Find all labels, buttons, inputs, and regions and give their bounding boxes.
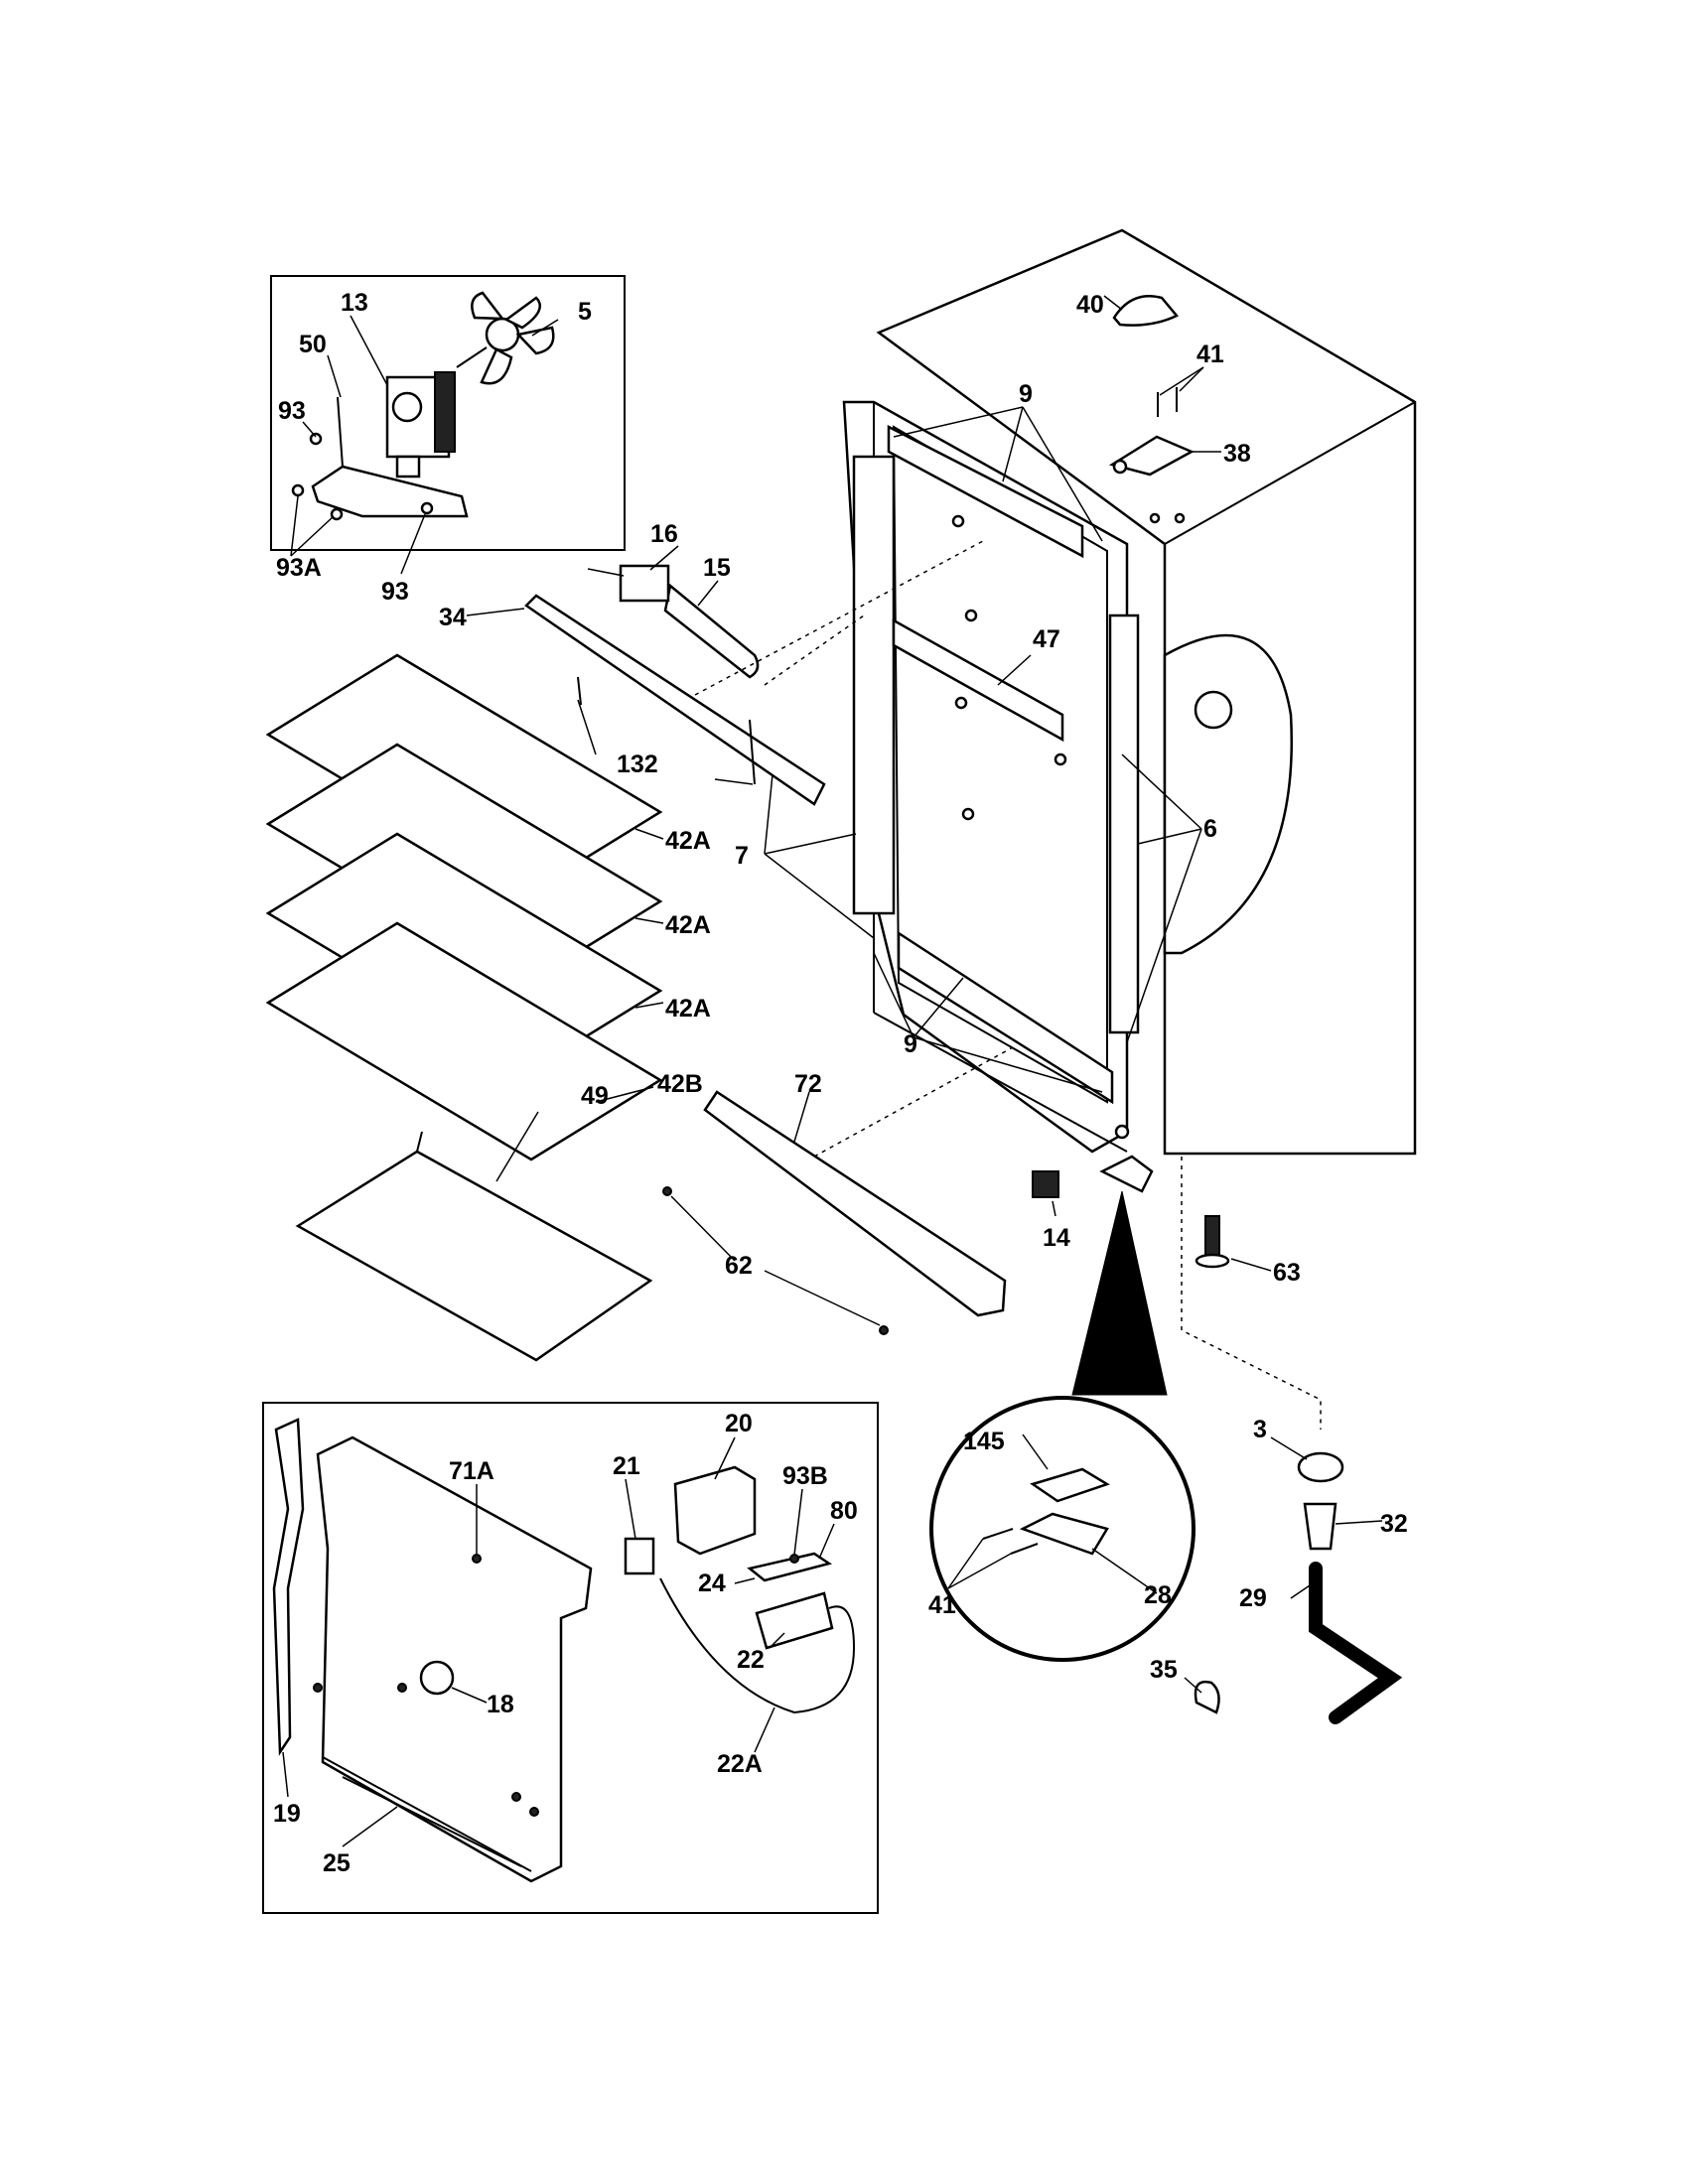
callout-20: 20	[725, 1410, 753, 1437]
callout-34: 34	[439, 604, 467, 631]
callout-13: 13	[341, 289, 368, 317]
callout-42A-1: 42A	[665, 827, 711, 855]
callout-145: 145	[963, 1428, 1005, 1455]
thermostat-knob-seat	[419, 1660, 455, 1696]
callout-22A: 22A	[717, 1750, 763, 1778]
callout-5: 5	[578, 298, 592, 326]
control-housing-20	[673, 1465, 757, 1556]
toe-grille: 72 62	[662, 1070, 1007, 1335]
gasket-right	[1108, 614, 1140, 1034]
drain-plug	[1297, 1451, 1344, 1483]
inset-frame-bottom	[262, 1402, 879, 1914]
callout-19: 19	[273, 1800, 301, 1828]
detail-pointer	[1071, 1190, 1168, 1396]
callout-24: 24	[698, 1570, 726, 1597]
callout-80: 80	[830, 1497, 858, 1525]
capillary-22A	[659, 1577, 856, 1714]
top-hinge: 40 41 38	[1076, 291, 1251, 524]
drain-tube	[1309, 1562, 1403, 1724]
fan-motor	[385, 371, 456, 478]
wire-shelves: 42A 42A 42A 42B	[265, 653, 711, 1161]
shelf-4	[265, 921, 663, 1161]
control-panel-inset: 71A 21 20 93B 80 24 22 22A 18 19 25	[262, 1402, 879, 1914]
gasket-bottom	[897, 930, 1114, 1105]
callout-6: 6	[1203, 815, 1217, 843]
callout-63: 63	[1273, 1259, 1301, 1287]
inset-frame-top	[270, 275, 626, 551]
callout-50: 50	[299, 331, 327, 358]
callout-72: 72	[794, 1070, 822, 1098]
callout-9-bottom: 9	[904, 1030, 917, 1058]
hinge-detail-circle: 145 41 28	[928, 1396, 1196, 1662]
callout-7: 7	[735, 842, 749, 870]
callout-132: 132	[617, 751, 658, 778]
gasket-19	[272, 1418, 305, 1756]
callout-93-bottom: 93	[381, 578, 409, 606]
callout-71A: 71A	[449, 1457, 494, 1485]
thermostat-21	[624, 1537, 655, 1575]
callout-32: 32	[1380, 1510, 1408, 1538]
callout-93-top: 93	[278, 397, 306, 425]
callout-25: 25	[323, 1849, 351, 1877]
drain-fitting	[1303, 1502, 1337, 1551]
callout-35: 35	[1150, 1656, 1178, 1684]
drain-parts: 3 32 29 35	[1150, 1416, 1408, 1724]
wire-basket: 49	[295, 1082, 653, 1362]
callout-16: 16	[650, 520, 678, 548]
fan-blade	[456, 291, 555, 385]
hinge-cover	[1112, 295, 1179, 327]
lamp-bracket: 16 15 34 132	[439, 520, 826, 806]
callout-41-detail: 41	[928, 1591, 956, 1619]
callout-3: 3	[1253, 1416, 1267, 1443]
shelf-rail	[892, 617, 1064, 743]
callout-15: 15	[703, 554, 731, 582]
callout-21: 21	[613, 1452, 640, 1480]
callout-47: 47	[1033, 625, 1060, 653]
leveling-leg: 63	[1195, 1215, 1301, 1287]
bracket-24	[747, 1552, 833, 1582]
callout-28: 28	[1144, 1581, 1172, 1609]
callout-42A-2: 42A	[665, 911, 711, 939]
callout-93B: 93B	[782, 1462, 828, 1490]
hinge-bracket-28	[1019, 1512, 1109, 1556]
callout-42B: 42B	[657, 1070, 703, 1098]
callout-40: 40	[1076, 291, 1104, 319]
callout-38: 38	[1223, 440, 1251, 468]
callout-18: 18	[487, 1691, 514, 1718]
callout-93A: 93A	[276, 554, 322, 582]
callout-62: 62	[725, 1252, 753, 1280]
callout-14: 14	[1043, 1224, 1070, 1252]
light-bracket	[524, 594, 826, 806]
gasket-left	[852, 455, 896, 915]
light-socket	[619, 564, 670, 603]
clamp-35	[1194, 1680, 1220, 1714]
callout-49: 49	[581, 1082, 609, 1110]
rear-cover	[316, 1435, 593, 1883]
callout-29: 29	[1239, 1584, 1267, 1612]
fan-motor-inset: 13 5 50 93 93A 93	[270, 275, 626, 606]
insulator-22	[755, 1591, 834, 1650]
bottom-hinge: 14	[1032, 1124, 1168, 1396]
freezer-cabinet	[842, 228, 1417, 1156]
gasket-top	[887, 424, 1084, 559]
callout-42A-3: 42A	[665, 995, 711, 1023]
callout-41-top: 41	[1196, 341, 1224, 368]
callout-9-top: 9	[1019, 380, 1033, 408]
light-cover	[663, 583, 760, 679]
callout-22: 22	[737, 1646, 765, 1674]
switch-14	[1032, 1170, 1059, 1198]
